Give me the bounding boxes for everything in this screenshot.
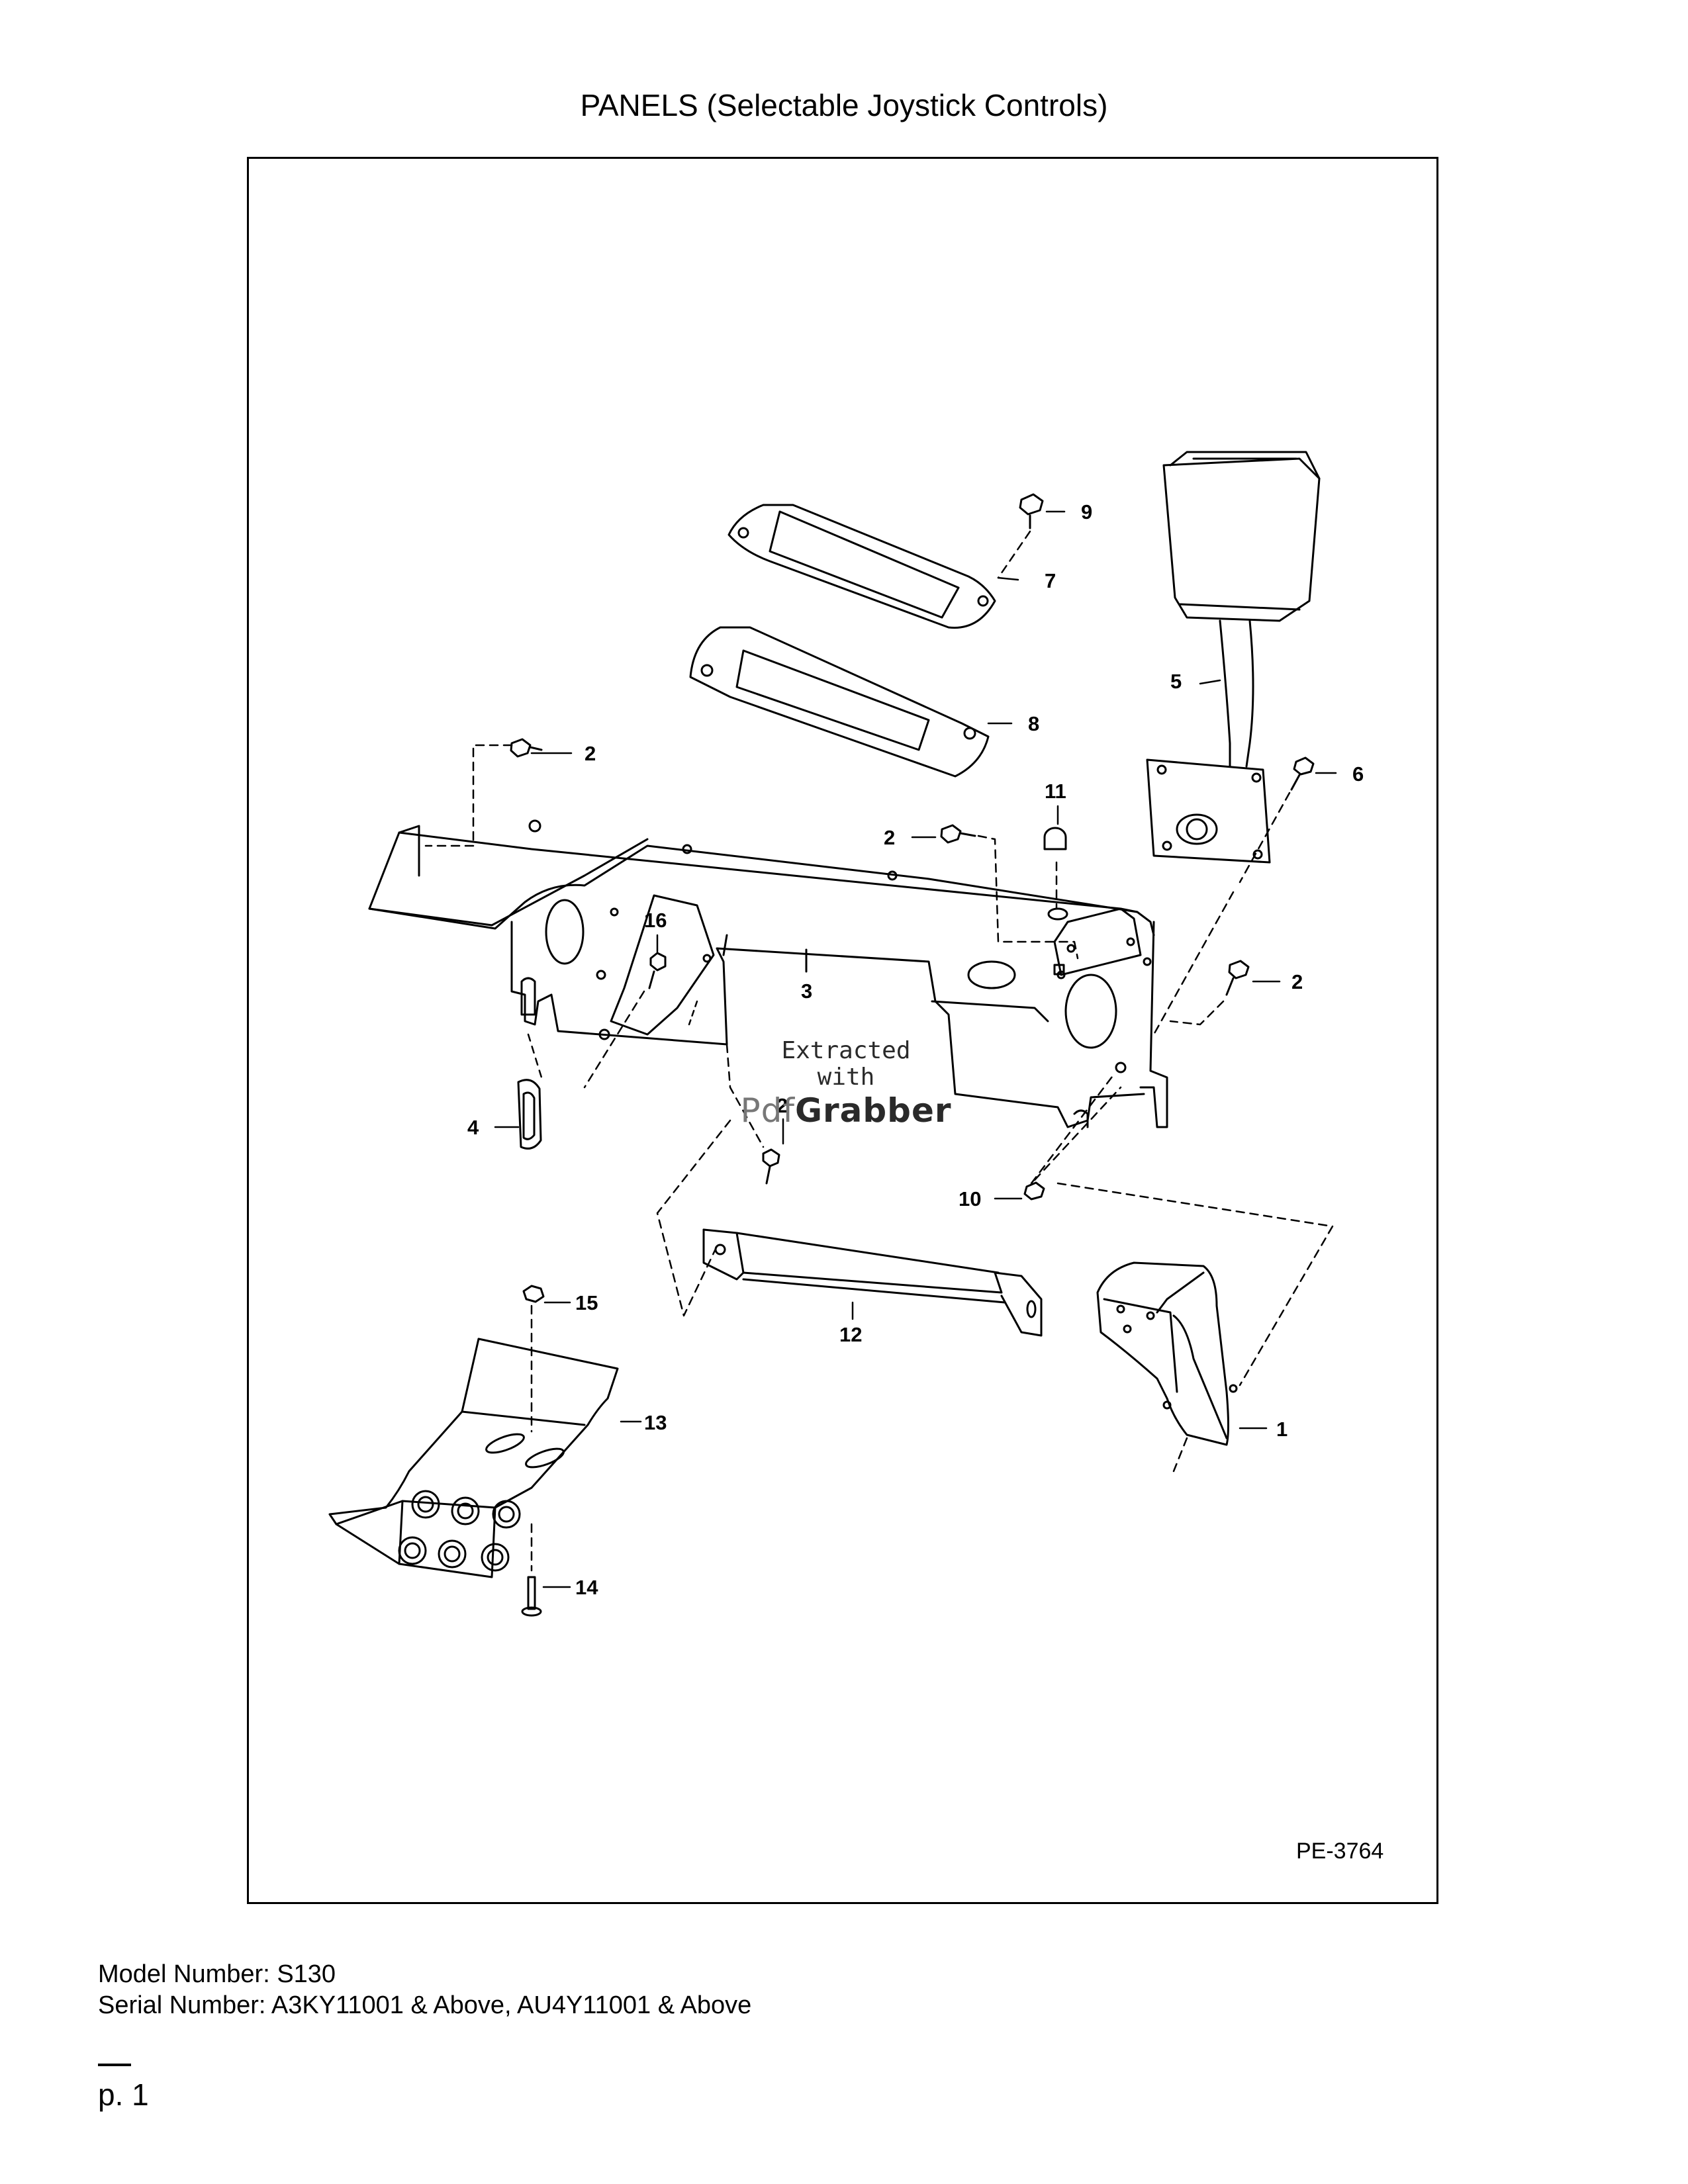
watermark: Extracted with PdfGrabber	[733, 1038, 959, 1130]
callout-leaders	[494, 510, 1337, 1588]
part-16-bolt	[583, 952, 698, 1089]
callout-6: 6	[1352, 762, 1364, 786]
part-2-bolt-upper-left	[424, 738, 543, 847]
figure-id: PE-3764	[1296, 1839, 1384, 1864]
callout-16: 16	[644, 909, 667, 932]
part-1-bracket	[1096, 1261, 1238, 1473]
callout-5: 5	[1170, 670, 1182, 693]
part-13-plate	[328, 1338, 619, 1578]
callout-7: 7	[1045, 569, 1056, 592]
part-6-bolt	[1152, 756, 1315, 1036]
callout-2-right: 2	[1291, 970, 1303, 993]
callout-3: 3	[801, 979, 812, 1003]
page-number: p. 1	[98, 2077, 149, 2112]
part-11-plug	[1043, 827, 1068, 921]
callout-1: 1	[1276, 1418, 1288, 1441]
callout-15: 15	[575, 1291, 598, 1314]
callout-10: 10	[959, 1187, 981, 1210]
page-title: PANELS (Selectable Joystick Controls)	[580, 88, 1108, 122]
part-15-nut	[522, 1285, 545, 1433]
parts-diagram-frame: 9 7 8 5 6 2 2 11 2 16 3 4 2 10 12 15 13 …	[247, 157, 1438, 1904]
callout-2-center: 2	[884, 826, 895, 849]
watermark-brand-pdf: Pdf	[740, 1091, 795, 1130]
watermark-brand: PdfGrabber	[733, 1091, 959, 1130]
part-5-joystick-mount	[1146, 451, 1321, 864]
part-4-grommet	[517, 1033, 543, 1150]
callout-9: 9	[1081, 500, 1092, 523]
part-2-bolt-lower	[656, 1043, 780, 1317]
callout-8: 8	[1028, 712, 1039, 735]
part-2-bolt-right	[1169, 960, 1250, 1026]
watermark-line-2: with	[817, 1064, 875, 1091]
part-10-nut	[1023, 1073, 1334, 1387]
exploded-parts-diagram: 9 7 8 5 6 2 2 11 2 16 3 4 2 10 12 15 13 …	[328, 451, 1364, 1617]
callout-2-upper-left: 2	[585, 742, 596, 765]
model-number: Model Number: S130	[98, 1960, 336, 1988]
page-number-rule	[98, 2064, 131, 2066]
part-3-main-panel	[368, 819, 1168, 1128]
part-9-bolt	[997, 493, 1044, 579]
part-7-bezel	[727, 504, 996, 629]
part-14-bolt	[521, 1523, 542, 1617]
callout-4: 4	[467, 1116, 479, 1139]
watermark-brand-rest: Grabber	[794, 1091, 952, 1130]
callout-11: 11	[1045, 780, 1066, 803]
callout-14: 14	[575, 1576, 598, 1599]
part-12-bracket	[702, 1228, 1043, 1337]
part-8-plate	[689, 626, 990, 778]
serial-number: Serial Number: A3KY11001 & Above, AU4Y11…	[98, 1991, 752, 2019]
callout-2-lower: 2	[776, 1094, 788, 1117]
part-2-bolt-center	[940, 824, 1079, 960]
callout-12: 12	[839, 1323, 862, 1346]
watermark-line-1: Extracted	[781, 1037, 911, 1064]
callout-13: 13	[644, 1411, 667, 1434]
